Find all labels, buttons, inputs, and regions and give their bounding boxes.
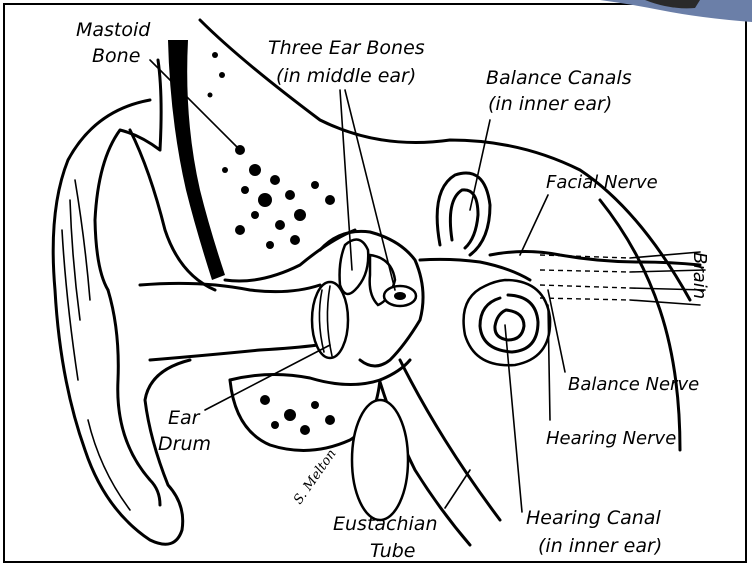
label-mastoid-line1: Mastoid (76, 19, 151, 41)
label-ear-bones-line1: Three Ear Bones (268, 37, 425, 59)
label-ear-drum-line1: Ear (168, 407, 201, 429)
leader-facial-nerve (520, 195, 548, 255)
leader-mastoid (150, 60, 240, 150)
vestibule (420, 259, 530, 280)
ear-canal-lower (150, 345, 318, 360)
label-eustachian-line2: Tube (370, 540, 416, 562)
pinna-helix (108, 290, 160, 505)
label-ear-bones-line2: (in middle ear) (276, 65, 416, 87)
lower-air-cells (260, 395, 335, 435)
leader-eustachian (445, 470, 470, 508)
eustachian-tube-upper (400, 360, 500, 520)
balance-canal-inner (450, 190, 478, 248)
label-hearing-canal-line1: Hearing Canal (526, 507, 661, 529)
label-mastoid-line2: Bone (92, 45, 140, 67)
pinna-inner-fold (95, 60, 161, 290)
label-brain: Brain (689, 252, 710, 299)
mastoid-dark-band (168, 40, 225, 280)
ear-canal-upper (140, 283, 320, 291)
auditory-nerve-curve (600, 200, 680, 450)
label-eustachian-line1: Eustachian (333, 513, 438, 535)
label-balance-canals-line1: Balance Canals (486, 67, 632, 89)
outer-ear-pinna (53, 100, 190, 544)
ossicle-malleus (340, 240, 369, 294)
label-hearing-nerve: Hearing Nerve (546, 428, 676, 449)
balance-canal-loop (437, 173, 490, 255)
cartilage-oval (352, 400, 408, 520)
artist-signature: S. Melton (291, 447, 340, 507)
nerve-bundle-dashed-bottom (540, 298, 630, 300)
label-balance-canals-line2: (in inner ear) (488, 93, 612, 115)
label-facial-nerve: Facial Nerve (546, 172, 658, 193)
label-ear-drum-line2: Drum (158, 433, 211, 455)
label-hearing-canal-line2: (in inner ear) (538, 535, 662, 557)
stapes-footplate (394, 292, 406, 300)
label-balance-nerve: Balance Nerve (568, 374, 699, 395)
